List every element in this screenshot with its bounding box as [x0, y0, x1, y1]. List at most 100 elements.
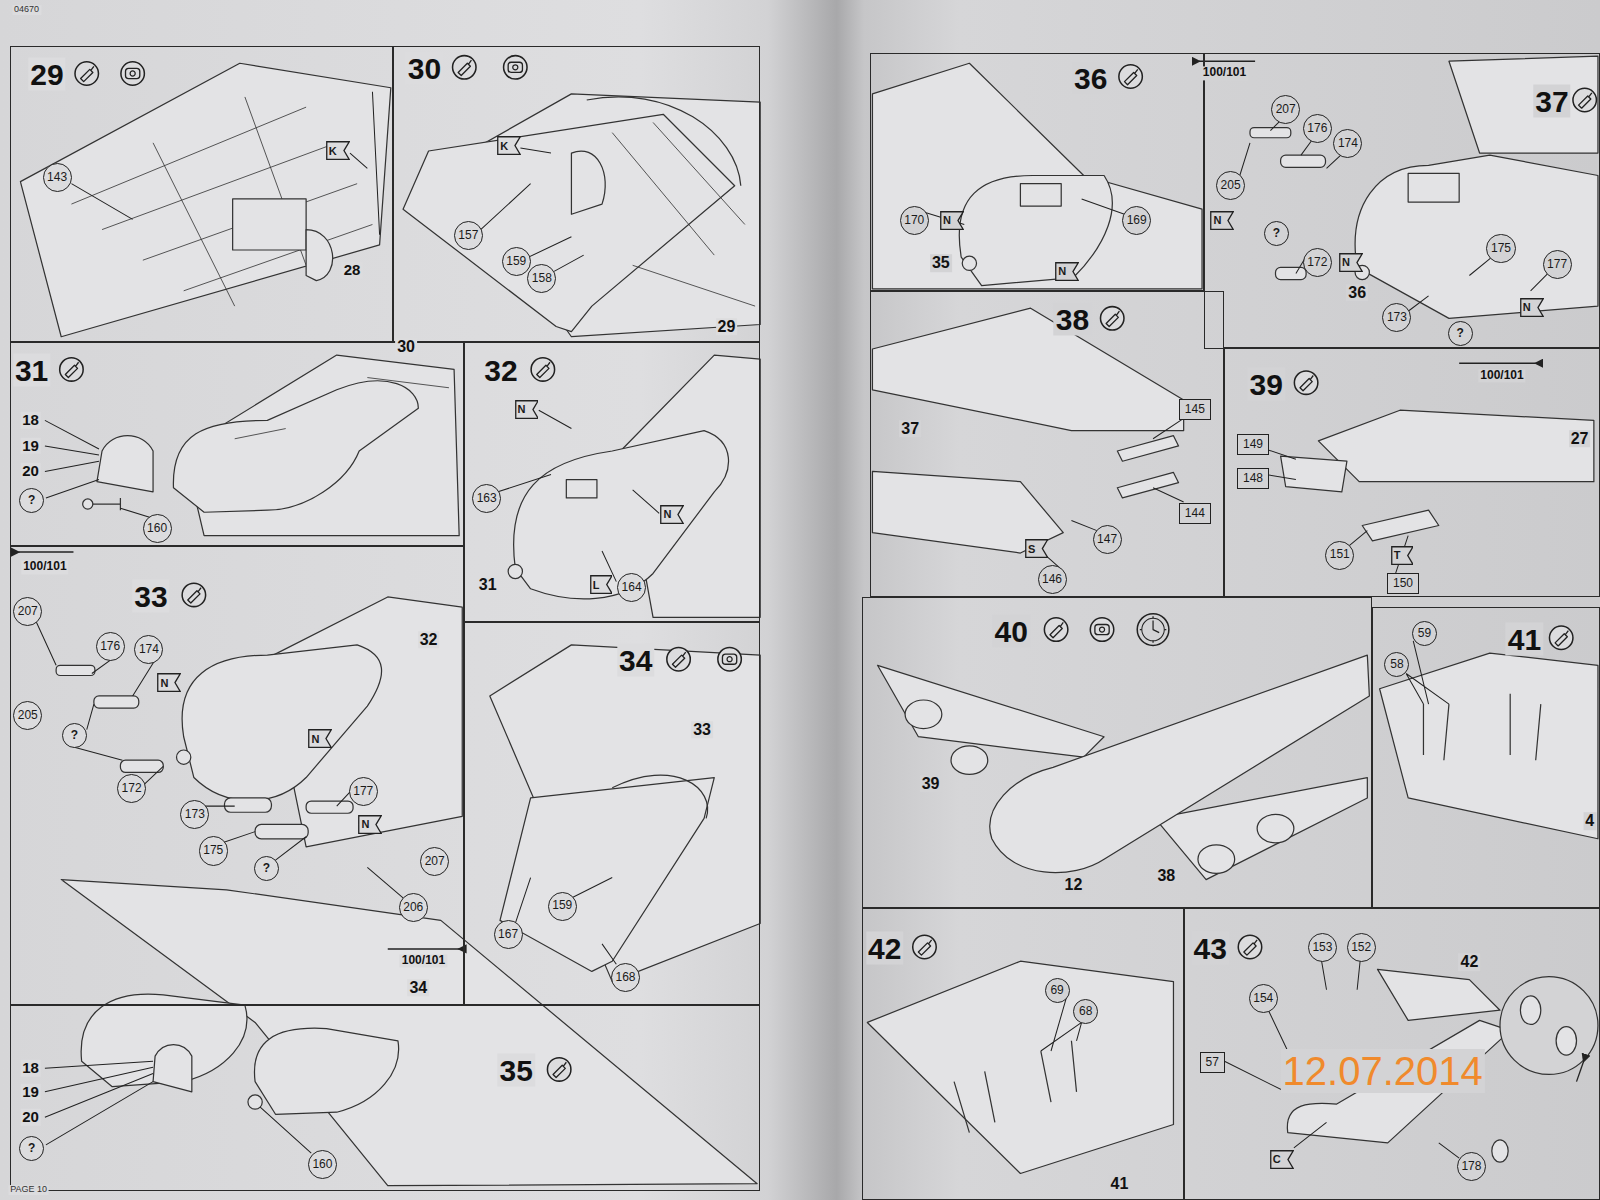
flag-outline [309, 730, 331, 748]
callout-number: 12 [1063, 876, 1085, 894]
step-panel: 38145144147S146 [870, 291, 1224, 597]
callout-number: 41 [1108, 1175, 1130, 1193]
part-callout: 175 [199, 836, 228, 865]
part-callout: 154 [1249, 984, 1278, 1013]
step-number: 35 [498, 1054, 535, 1087]
part-number: 176 [100, 640, 120, 653]
wing-drawing [56, 665, 95, 675]
step-icon [1573, 88, 1596, 111]
flag-outline [1520, 298, 1542, 316]
part-number: N [663, 508, 671, 520]
part-number: 158 [532, 272, 552, 285]
part-callout: ? [254, 856, 279, 881]
callout-number: 35 [930, 254, 952, 272]
wing-drawing [1500, 977, 1598, 1075]
wing-drawing [1380, 653, 1598, 839]
step-icon [1238, 935, 1261, 958]
part-callout: 177 [1543, 250, 1572, 279]
part-number: 178 [1461, 1160, 1481, 1173]
flag-outline [327, 142, 349, 160]
wing-drawing [153, 1045, 192, 1092]
wing-drawing [990, 655, 1370, 872]
part-number: T [1394, 549, 1401, 561]
step-icon [121, 62, 144, 85]
wing-drawing [1020, 184, 1061, 206]
flag-outline [1340, 253, 1362, 271]
part-number: 151 [1330, 548, 1350, 561]
marking-flag: S [1025, 539, 1048, 558]
part-number: 177 [353, 785, 373, 798]
wing-drawing [306, 230, 333, 281]
flag-outline [941, 212, 963, 230]
reference-arrow [1459, 363, 1536, 364]
wing-drawing [254, 1028, 398, 1114]
part-callout: 153 [1308, 933, 1337, 962]
page-number: PAGE 10 [8, 1185, 49, 1195]
part-number: 169 [1127, 214, 1147, 227]
wing-drawing [1281, 155, 1326, 167]
part-number: 167 [498, 928, 518, 941]
wing-drawing [1117, 436, 1178, 462]
step-panel: 34 159 167 168 [464, 622, 760, 1005]
step-number: 30 [406, 52, 443, 85]
part-number: 207 [425, 855, 445, 868]
step-number: 34 [617, 644, 654, 677]
wing-drawing [872, 63, 1202, 289]
callout-number: 34 [407, 979, 429, 997]
leader-line [1265, 449, 1408, 582]
part-callout: 170 [900, 206, 929, 235]
part-number: 157 [458, 229, 478, 242]
step-number: 37 [1533, 84, 1570, 117]
step-icon [1044, 618, 1067, 641]
step-icon [1101, 307, 1124, 330]
step-icon [913, 935, 936, 958]
leader-line [515, 878, 616, 965]
marking-flag: K [497, 136, 521, 155]
part-number: 146 [1042, 573, 1062, 586]
step-icon [1294, 371, 1317, 394]
callout-number: 100/101 [21, 561, 68, 574]
wing-drawing [1257, 814, 1294, 843]
wing-drawing [1492, 1140, 1508, 1162]
part-callout: 174 [1333, 129, 1362, 158]
callout-number: 100/101 [1478, 369, 1525, 382]
part-callout: 205 [13, 701, 42, 730]
flag-outline [359, 816, 381, 834]
page-code: 04670 [12, 5, 41, 15]
reference-arrow [18, 61, 1583, 1081]
part-callout: 157 [454, 221, 483, 250]
part-number: 168 [615, 971, 635, 984]
part-number: 207 [18, 605, 38, 618]
part-callout: 159 [502, 247, 531, 276]
marking-flag: N [660, 505, 684, 524]
step-icon [504, 56, 527, 79]
part-number: 154 [1253, 992, 1273, 1005]
part-number: 172 [122, 782, 142, 795]
wing-drawing [612, 775, 707, 818]
step-icon [1119, 65, 1142, 88]
step-panel: 30K 157 159158 [393, 46, 760, 342]
marking-flag: C [1270, 1150, 1294, 1169]
part-number: ? [28, 494, 35, 507]
part-callout: 175 [1486, 234, 1515, 263]
flag-outline [1211, 212, 1233, 230]
part-number: C [1273, 1153, 1281, 1165]
step-panel: 37207176174205N?175172N177N173? [1204, 53, 1600, 349]
wing-drawing [20, 56, 1598, 1186]
reference-arrow [1577, 1061, 1584, 1081]
leader-line [45, 420, 163, 521]
part-number: 159 [552, 899, 572, 912]
flag-outline [1391, 546, 1412, 564]
boxed-part-number: 149 [1237, 434, 1269, 455]
callout-number: 100/101 [1201, 67, 1248, 80]
part-number: 205 [1221, 179, 1241, 192]
callout-number: 20 [20, 463, 41, 480]
wing-drawing [1408, 173, 1459, 202]
step-number: 43 [1191, 931, 1228, 964]
step-icon [182, 583, 205, 606]
wing-drawing [1423, 694, 1540, 760]
wing-drawing [954, 1041, 1076, 1133]
part-callout: 176 [1303, 114, 1332, 143]
part-callout: 167 [494, 920, 523, 949]
part-number: 58 [1390, 658, 1403, 671]
